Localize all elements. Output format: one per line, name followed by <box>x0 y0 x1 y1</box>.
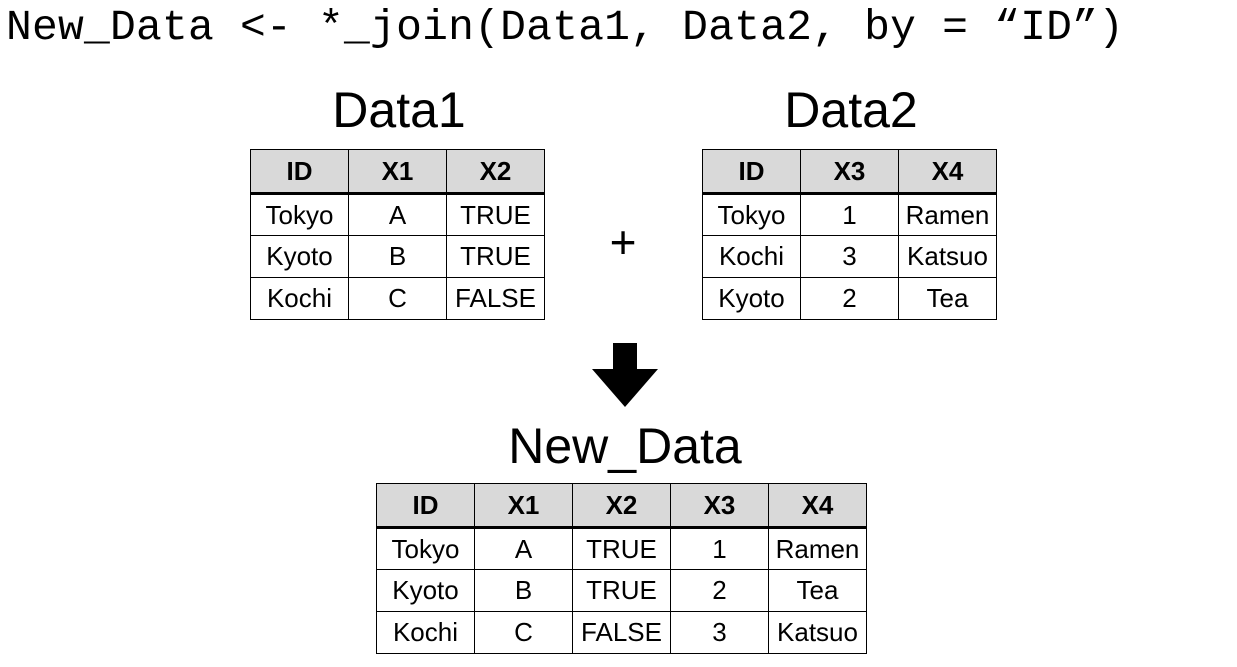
table-cell: TRUE <box>446 235 545 278</box>
table-cell: TRUE <box>446 193 545 236</box>
table-cell: Kyoto <box>376 569 475 612</box>
column-header: X3 <box>670 483 769 529</box>
column-header: ID <box>250 149 349 195</box>
column-header: ID <box>702 149 801 195</box>
table-cell: Tokyo <box>702 193 801 236</box>
column-header: X2 <box>572 483 671 529</box>
table-cell: C <box>474 611 573 654</box>
table-cell: Katsuo <box>768 611 867 654</box>
table-cell: Tokyo <box>376 527 475 570</box>
column-header: X1 <box>474 483 573 529</box>
table-cell: B <box>474 569 573 612</box>
table-cell: TRUE <box>572 569 671 612</box>
table-cell: FALSE <box>572 611 671 654</box>
column-header: X2 <box>446 149 545 195</box>
table-cell: 3 <box>800 235 899 278</box>
table-cell: Ramen <box>898 193 997 236</box>
table-cell: C <box>348 277 447 320</box>
column-header: X4 <box>768 483 867 529</box>
table-cell: 2 <box>800 277 899 320</box>
table-cell: TRUE <box>572 527 671 570</box>
table-cell: Tokyo <box>250 193 349 236</box>
table-cell: Kochi <box>376 611 475 654</box>
table-cell: 2 <box>670 569 769 612</box>
new-data-title: New_Data <box>508 418 742 474</box>
table-cell: Tea <box>768 569 867 612</box>
data1-title: Data1 <box>332 82 466 138</box>
column-header: ID <box>376 483 475 529</box>
column-header: X1 <box>348 149 447 195</box>
table-cell: A <box>474 527 573 570</box>
table-cell: Kochi <box>702 235 801 278</box>
table-cell: Kyoto <box>702 277 801 320</box>
join-code-line: New_Data <- *_join(Data1, Data2, by = “I… <box>6 3 1125 52</box>
table-cell: 3 <box>670 611 769 654</box>
table-cell: Kochi <box>250 277 349 320</box>
table-cell: A <box>348 193 447 236</box>
column-header: X3 <box>800 149 899 195</box>
table-cell: Tea <box>898 277 997 320</box>
table-cell: Ramen <box>768 527 867 570</box>
down-arrow-icon <box>592 343 658 407</box>
table-cell: 1 <box>670 527 769 570</box>
table-cell: B <box>348 235 447 278</box>
column-header: X4 <box>898 149 997 195</box>
plus-sign: + <box>609 216 637 268</box>
table-cell: 1 <box>800 193 899 236</box>
data2-title: Data2 <box>784 82 918 138</box>
table-cell: FALSE <box>446 277 545 320</box>
table-cell: Kyoto <box>250 235 349 278</box>
table-cell: Katsuo <box>898 235 997 278</box>
